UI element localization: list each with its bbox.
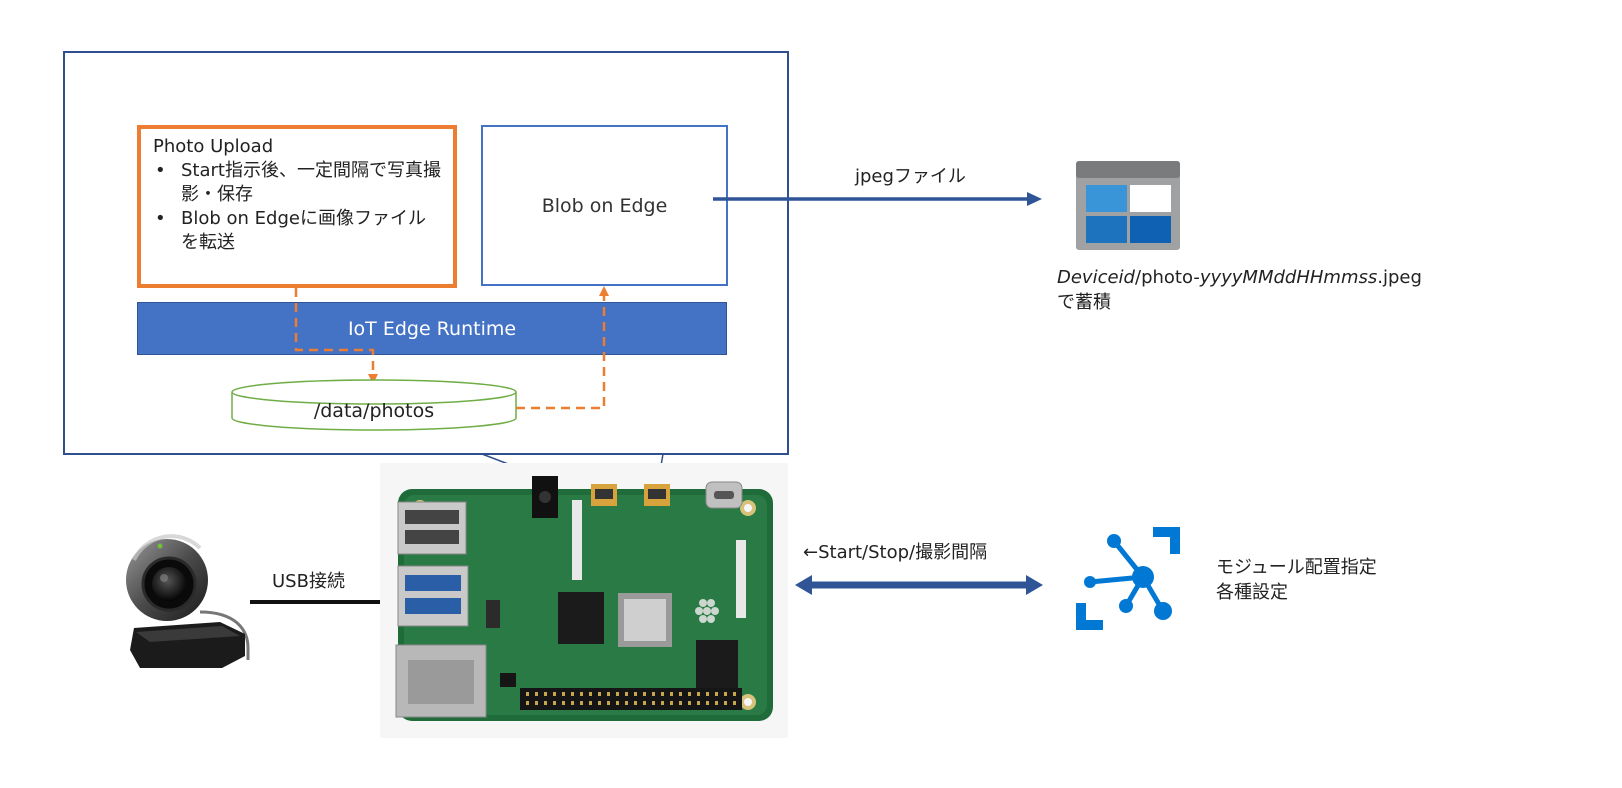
storage-path-line: Deviceid/photo-yyyyMMddHHmmss.jpeg xyxy=(1057,265,1422,290)
photo-upload-bullet-2: Blob on Edgeに画像ファイルを転送 xyxy=(155,207,443,255)
iot-edge-runtime-bar: IoT Edge Runtime xyxy=(137,302,727,355)
storage-path-suffix: で蓄積 xyxy=(1057,292,1111,313)
photo-save-connector xyxy=(294,288,378,384)
raspberry-pi-icon xyxy=(380,463,788,738)
jpeg-upload-arrow xyxy=(713,192,1042,206)
photo-upload-title: Photo Upload xyxy=(153,136,274,157)
storage-path-caption: Deviceid/photo-yyyyMMddHHmmss.jpeg で蓄積 xyxy=(1057,265,1422,315)
photo-upload-bullets: Start指示後、一定間隔で写真撮影・保存 Blob on Edgeに画像ファイ… xyxy=(153,159,443,255)
iot-hub-caption-line-2: 各種設定 xyxy=(1216,582,1288,603)
blob-on-edge-label: Blob on Edge xyxy=(541,194,668,217)
photo-transfer-connector xyxy=(516,286,609,410)
storage-path-photo-prefix: /photo- xyxy=(1135,267,1200,288)
blob-on-edge-module: Blob on Edge xyxy=(481,125,728,286)
storage-path-extension: .jpeg xyxy=(1377,267,1422,288)
usb-connection-label: USB接続 xyxy=(272,571,345,592)
iot-hub-caption: モジュール配置指定 各種設定 xyxy=(1216,555,1377,605)
runtime-label: IoT Edge Runtime xyxy=(347,317,517,340)
control-double-arrow xyxy=(795,575,1043,595)
storage-path-deviceid: Deviceid xyxy=(1057,267,1135,288)
jpeg-file-label: jpegファイル xyxy=(855,166,966,187)
photos-volume-cylinder xyxy=(231,379,517,431)
volume-path-text: /data/photos xyxy=(313,400,435,422)
storage-account-icon xyxy=(1076,161,1180,250)
storage-path-timestamp: yyyyMMddHHmmss xyxy=(1199,267,1378,288)
photo-upload-bullet-1: Start指示後、一定間隔で写真撮影・保存 xyxy=(155,159,443,207)
volume-label: /data/photos xyxy=(232,396,516,426)
iot-hub-icon xyxy=(1076,527,1180,630)
photo-upload-module: Photo Upload Start指示後、一定間隔で写真撮影・保存 Blob … xyxy=(137,125,457,288)
control-commands-label: ←Start/Stop/撮影間隔 xyxy=(803,542,988,563)
iot-hub-caption-line-1: モジュール配置指定 xyxy=(1216,557,1377,578)
webcam-icon xyxy=(126,534,250,668)
